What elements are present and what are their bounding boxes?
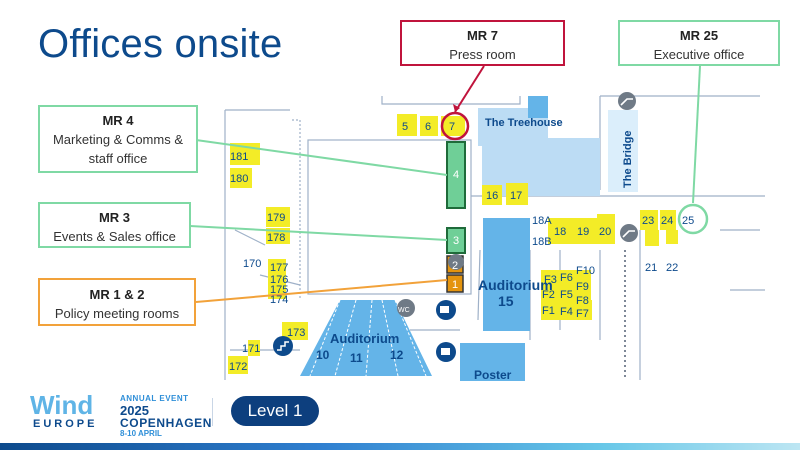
callout-mr12-heading: MR 1 & 2 — [89, 287, 145, 302]
wc-icon — [397, 299, 415, 317]
poster-label: Poster — [474, 368, 512, 382]
mr12-connector — [195, 279, 448, 303]
mr7-connector — [454, 65, 485, 113]
callout-mr4-text: Marketing & Comms & staff office — [52, 132, 184, 166]
page-title: Offices onsite — [38, 22, 283, 66]
room-f6-label: F6 — [560, 272, 573, 284]
room-178-label: 178 — [267, 232, 285, 244]
mr-3-label: 3 — [453, 235, 459, 247]
room-f9-label: F9 — [576, 281, 589, 293]
room-21-label: 21 — [645, 262, 657, 274]
callout-mr4: MR 4 Marketing & Comms & staff office — [38, 105, 198, 173]
mr-2-label: 2 — [452, 260, 458, 272]
yellow-rooms — [228, 114, 678, 374]
mr-7-highlight — [440, 111, 470, 141]
treehouse-label: The Treehouse — [485, 117, 563, 129]
wc-label: WC — [398, 307, 410, 314]
treehouse-block — [528, 96, 548, 118]
callout-mr12: MR 1 & 2 Policy meeting rooms — [38, 278, 196, 326]
brand-logo-wind: Wind — [30, 390, 94, 420]
event-dates: 8-10 APRIL — [120, 429, 162, 438]
room-176-label: 176 — [270, 274, 288, 286]
room-6-label: 6 — [425, 121, 431, 133]
camera-icon — [436, 300, 456, 320]
room-174-label: 174 — [270, 294, 288, 306]
room-f7-label: F7 — [576, 308, 589, 320]
escalator-icon — [620, 224, 638, 242]
callout-mr7-heading: MR 7 — [466, 28, 499, 43]
event-info: ANNUAL EVENT 2025 COPENHAGEN 8-10 APRIL — [120, 394, 212, 439]
mr-25-highlight — [677, 203, 709, 235]
mr-4-label: 4 — [453, 169, 459, 181]
room-25-label: 25 — [682, 215, 694, 227]
mr4-connector — [195, 139, 448, 176]
room-17-label: 17 — [510, 190, 522, 202]
room-179-label: 179 — [267, 212, 285, 224]
room-f1-label: F1 — [542, 305, 555, 317]
mr-3-room — [446, 227, 466, 254]
accessible-icon — [448, 254, 464, 270]
auditorium-15-label: Auditorium — [478, 277, 553, 293]
room-22-label: 22 — [666, 262, 678, 274]
room-f2-label: F2 — [542, 289, 555, 301]
event-city: COPENHAGEN — [120, 416, 213, 430]
room-18-label: 18 — [554, 226, 566, 238]
mr-1-room — [446, 274, 464, 293]
escalator-icon — [618, 92, 636, 110]
room-170-label: 170 — [243, 258, 261, 270]
mr-1-label: 1 — [452, 279, 458, 291]
room-171-label: 171 — [242, 343, 260, 355]
room-177-label: 177 — [270, 262, 288, 274]
callout-mr3: MR 3 Events & Sales office — [38, 202, 191, 248]
auditorium-11-label: 11 — [350, 351, 363, 365]
room-f8-label: F8 — [576, 295, 589, 307]
event-line1: ANNUAL EVENT — [120, 394, 189, 403]
callout-mr25: MR 25 Executive office — [618, 20, 780, 66]
footer-gradient-bar — [0, 443, 800, 450]
room-16-label: 16 — [486, 190, 498, 202]
callout-mr7-text: Press room — [449, 47, 516, 62]
mr3-connector — [189, 225, 448, 241]
room-173-label: 173 — [287, 327, 305, 339]
mr25-connector — [692, 65, 701, 204]
auditorium-15 — [483, 218, 530, 331]
callout-mr25-heading: MR 25 — [679, 28, 719, 43]
auditorium-10-label: 10 — [316, 348, 330, 362]
level-badge: Level 1 — [231, 396, 319, 426]
bridge-area — [608, 110, 638, 192]
callout-mr4-heading: MR 4 — [102, 113, 134, 128]
brand-logo-europe: EUROPE — [33, 418, 98, 430]
callout-mr3-heading: MR 3 — [98, 210, 131, 225]
coffee-icon — [436, 342, 456, 362]
room-f4-label: F4 — [560, 306, 573, 318]
room-181-label: 181 — [230, 151, 248, 163]
room-23-label: 23 — [642, 215, 654, 227]
room-f3-label: F3 — [544, 274, 557, 286]
room-7-label: 7 — [449, 121, 455, 133]
bridge-label: The Bridge — [622, 131, 634, 188]
stairs-icon — [273, 336, 293, 356]
auditorium-main-label: Auditorium — [330, 331, 399, 346]
room-20-label: 20 — [599, 226, 611, 238]
room-f5-label: F5 — [560, 289, 573, 301]
callout-mr12-text: Policy meeting rooms — [54, 306, 180, 321]
room-f10-label: F10 — [576, 265, 595, 277]
poster-area — [460, 343, 525, 381]
footer-divider — [212, 398, 213, 426]
event-year: 2025 — [120, 403, 149, 418]
room-172-label: 172 — [229, 361, 247, 373]
room-18a-label: 18A — [532, 215, 552, 227]
auditorium-12-label: 12 — [390, 348, 404, 362]
callout-mr25-text: Executive office — [653, 47, 745, 62]
room-19-label: 19 — [577, 226, 589, 238]
room-175-label: 175 — [270, 284, 288, 296]
callout-mr7: MR 7 Press room — [400, 20, 565, 66]
room-24-label: 24 — [661, 215, 673, 227]
room-5-label: 5 — [402, 121, 408, 133]
room-18b-label: 18B — [532, 236, 552, 248]
room-180-label: 180 — [230, 173, 248, 185]
auditorium-15-number: 15 — [498, 293, 514, 309]
callout-mr3-text: Events & Sales office — [53, 229, 176, 244]
